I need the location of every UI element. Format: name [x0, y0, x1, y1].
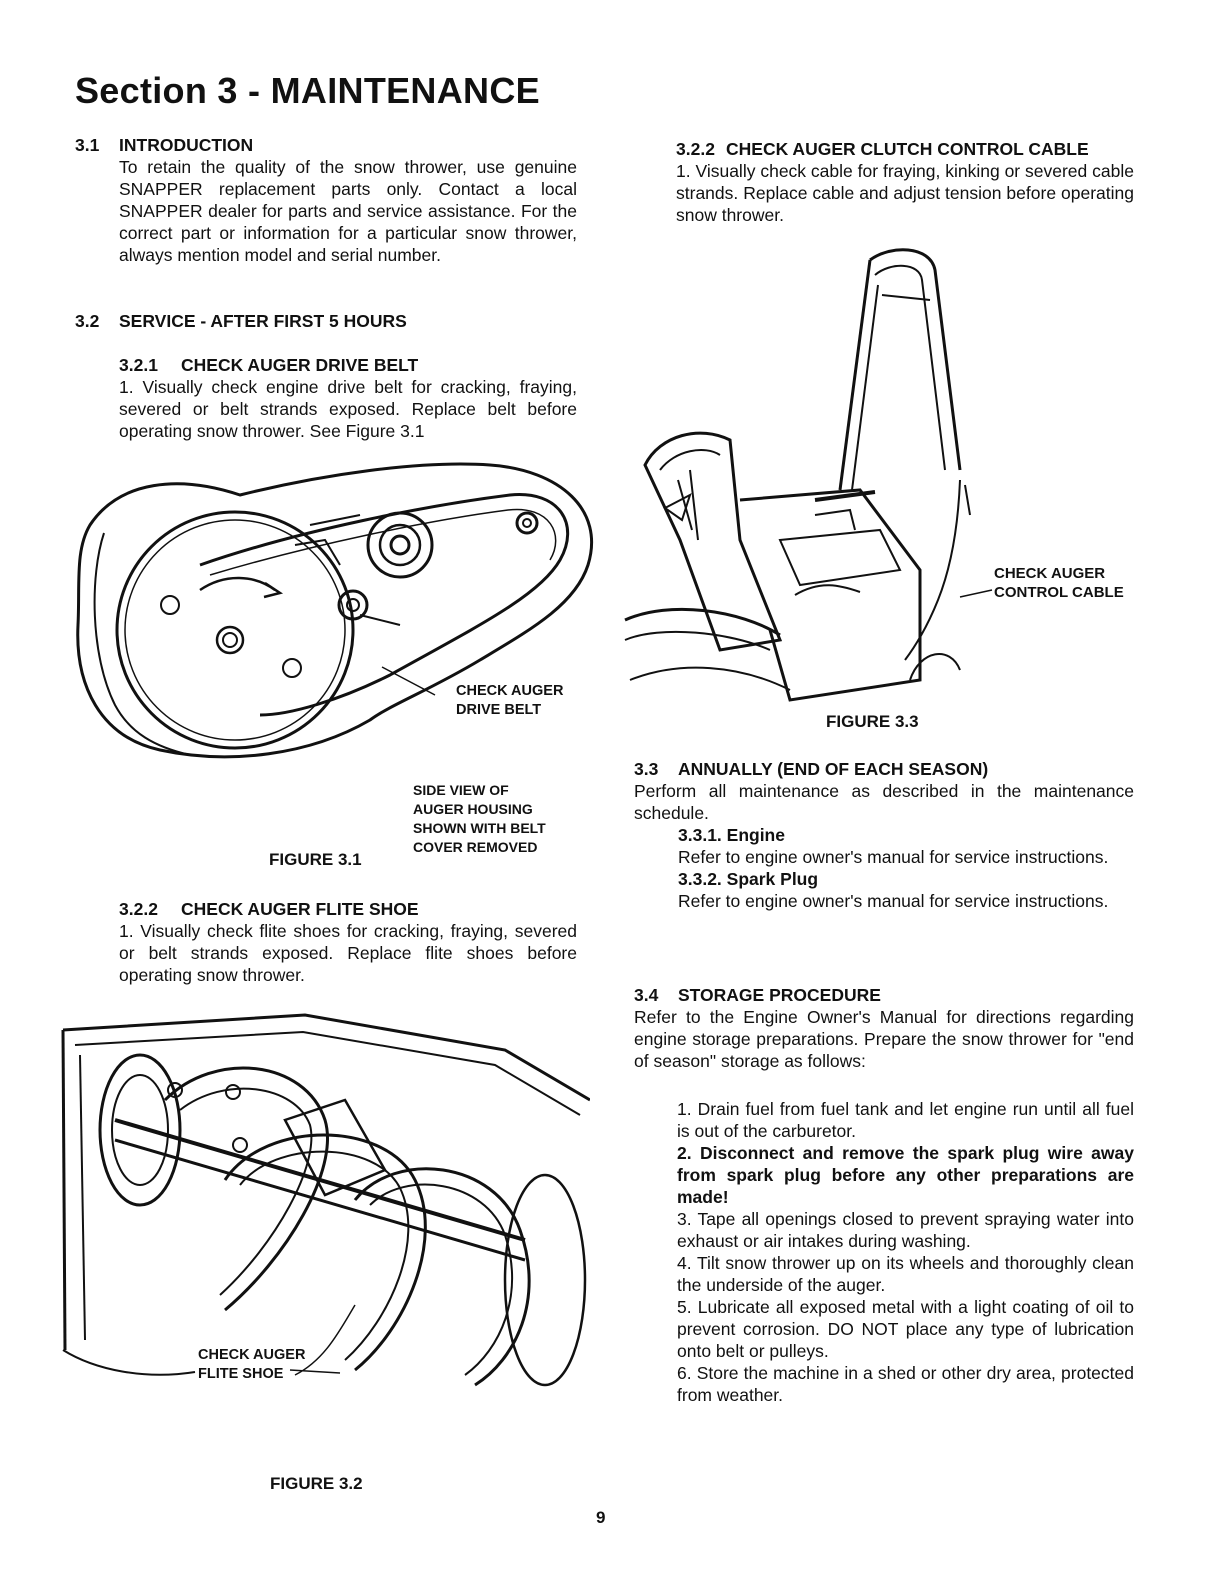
- section-body: To retain the quality of the snow throwe…: [119, 157, 577, 265]
- section-body: 1. Visually check cable for fraying, kin…: [676, 161, 1134, 225]
- figure-3-2-illustration: [61, 1013, 590, 1387]
- subsection-heading: 3.3.2. Spark Plug: [678, 869, 819, 889]
- section-number: 3.2: [75, 311, 100, 331]
- page-title: Section 3 - MAINTENANCE: [75, 70, 540, 111]
- section-3-2-2-flite: 3.2.2 CHECK AUGER FLITE SHOE 1. Visually …: [119, 898, 577, 986]
- figure-3-3-callout: CHECK AUGER CONTROL CABLE: [994, 564, 1124, 602]
- section-number: 3.2.1: [119, 355, 158, 375]
- section-3-2-1: 3.2.1 CHECK AUGER DRIVE BELT 1. Visually …: [119, 354, 577, 442]
- section-body: Refer to the Engine Owner's Manual for d…: [634, 1007, 1134, 1071]
- section-heading: CHECK AUGER FLITE SHOE: [181, 899, 419, 919]
- section-heading: ANNUALLY (END OF EACH SEASON): [678, 759, 989, 779]
- section-heading: CHECK AUGER CLUTCH CONTROL CABLE: [726, 139, 1089, 159]
- figure-3-3-caption: FIGURE 3.3: [826, 712, 919, 731]
- storage-step: 3. Tape all openings closed to prevent s…: [677, 1209, 1134, 1251]
- section-heading: CHECK AUGER DRIVE BELT: [181, 355, 419, 375]
- note-line: SIDE VIEW OF: [413, 782, 509, 798]
- storage-step: 2. Disconnect and remove the spark plug …: [677, 1143, 1134, 1207]
- subsection-body: Refer to engine owner's manual for servi…: [678, 847, 1109, 867]
- subsection-body: Refer to engine owner's manual for servi…: [678, 891, 1109, 911]
- callout-line: CHECK AUGER: [198, 1347, 306, 1363]
- subsection-heading: 3.3.1. Engine: [678, 825, 785, 845]
- section-number: 3.1: [75, 135, 100, 155]
- figure-3-3-illustration: [624, 248, 993, 702]
- storage-steps: 1. Drain fuel from fuel tank and let eng…: [677, 1098, 1134, 1406]
- storage-step: 5. Lubricate all exposed metal with a li…: [677, 1297, 1134, 1361]
- note-line: AUGER HOUSING: [413, 801, 533, 817]
- figure-3-1-caption: FIGURE 3.1: [269, 850, 362, 869]
- callout-line: CHECK AUGER: [994, 565, 1106, 582]
- section-number: 3.2.2: [676, 139, 715, 159]
- figure-3-1-illustration: [76, 462, 594, 759]
- section-3-4: 3.4 STORAGE PROCEDURE Refer to the Engine…: [634, 984, 1134, 1072]
- section-number: 3.4: [634, 985, 659, 1005]
- callout-line: FLITE SHOE: [198, 1366, 284, 1382]
- section-heading: INTRODUCTION: [119, 135, 254, 155]
- section-3-3: 3.3 ANNUALLY (END OF EACH SEASON) Perform…: [634, 758, 1134, 912]
- section-body: Perform all maintenance as described in …: [634, 781, 1134, 823]
- note-line: COVER REMOVED: [413, 839, 538, 855]
- figure-3-2-caption: FIGURE 3.2: [270, 1474, 363, 1493]
- storage-step: 4. Tilt snow thrower up on its wheels an…: [677, 1253, 1134, 1295]
- figure-3-1-note: SIDE VIEW OF AUGER HOUSING SHOWN WITH BE…: [413, 781, 546, 857]
- section-heading: SERVICE - AFTER FIRST 5 HOURS: [119, 311, 407, 331]
- page-number: 9: [596, 1508, 606, 1527]
- figure-3-2-callout: CHECK AUGER FLITE SHOE: [198, 1346, 305, 1384]
- callout-line: DRIVE BELT: [456, 702, 542, 718]
- section-3-2-2-cable: 3.2.2 CHECK AUGER CLUTCH CONTROL CABLE 1.…: [676, 138, 1134, 226]
- storage-step: 6. Store the machine in a shed or other …: [677, 1363, 1134, 1405]
- section-body: 1. Visually check engine drive belt for …: [119, 377, 577, 441]
- note-line: SHOWN WITH BELT: [413, 820, 546, 836]
- section-number: 3.3: [634, 759, 659, 779]
- section-heading: STORAGE PROCEDURE: [678, 985, 881, 1005]
- callout-line: CHECK AUGER: [456, 683, 564, 699]
- section-number: 3.2.2: [119, 899, 158, 919]
- figure-3-1-callout: CHECK AUGER DRIVE BELT: [456, 682, 563, 720]
- callout-line: CONTROL CABLE: [994, 584, 1124, 601]
- section-3-2-heading: 3.2 SERVICE - AFTER FIRST 5 HOURS: [75, 310, 577, 332]
- section-body: 1. Visually check flite shoes for cracki…: [119, 921, 577, 985]
- section-3-1: 3.1 INTRODUCTION To retain the quality of…: [75, 134, 577, 266]
- storage-step: 1. Drain fuel from fuel tank and let eng…: [677, 1099, 1134, 1141]
